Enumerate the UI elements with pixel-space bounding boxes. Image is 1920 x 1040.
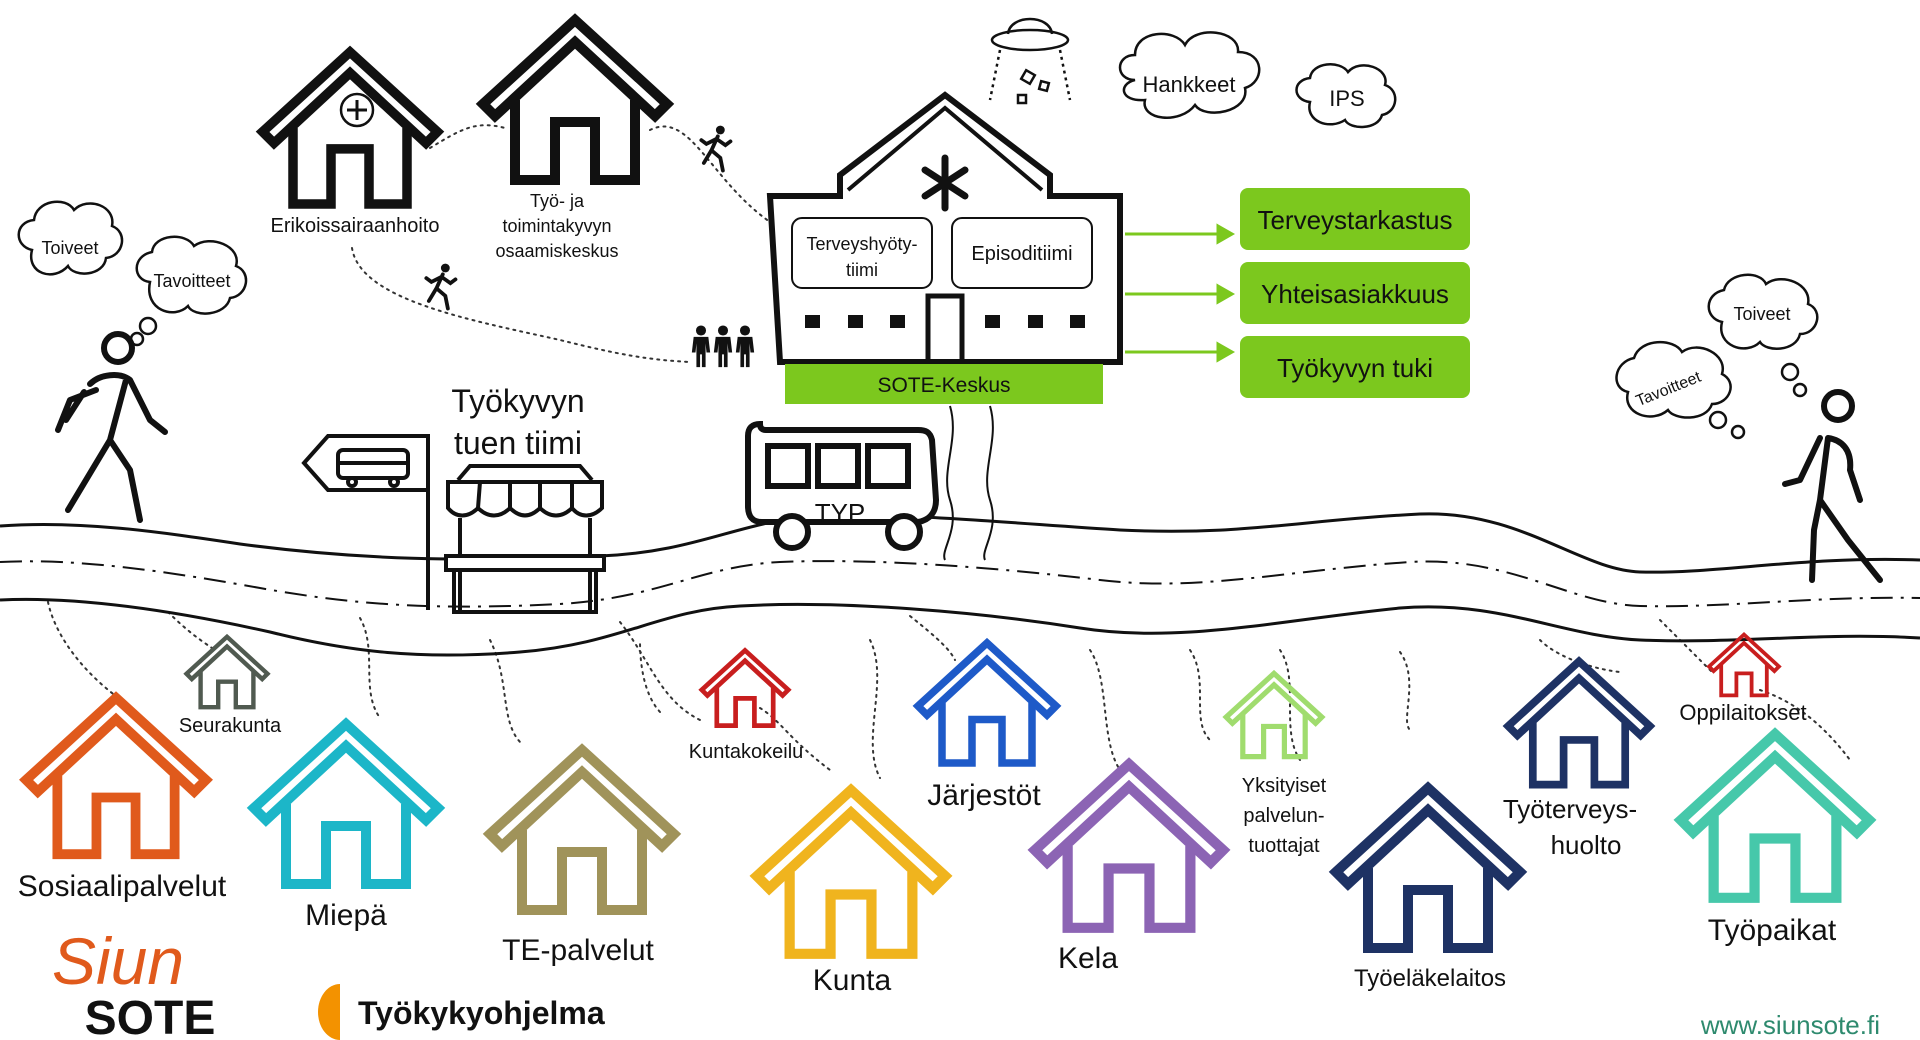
seurakunta-house bbox=[187, 637, 268, 707]
erikoissairaanhoito-label: Erikoissairaanhoito bbox=[271, 215, 440, 237]
left-walking-person-icon bbox=[55, 331, 168, 523]
sote-windows bbox=[805, 315, 1085, 328]
yksityiset-house bbox=[1226, 673, 1322, 756]
tyoterveyshuolto-label-line2: huolto bbox=[1551, 830, 1622, 860]
te-palvelut-house bbox=[490, 750, 674, 910]
kela-house bbox=[1035, 764, 1223, 928]
kuntakokeilu-label: Kuntakokeilu bbox=[689, 741, 804, 763]
tyoelakelaitos-label: Työeläkelaitos bbox=[1354, 965, 1506, 992]
terveyshyoty-line1: Terveyshyöty- bbox=[806, 234, 917, 254]
tyoterveyshuolto-label-line1: Työterveys- bbox=[1503, 794, 1637, 824]
te-palvelut-label: TE-palvelut bbox=[502, 934, 654, 967]
yhteisasiakkuus-box bbox=[1240, 262, 1470, 324]
kuntakokeilu-house bbox=[702, 650, 788, 725]
typ-label: TYP bbox=[815, 498, 866, 528]
terveystarkastus-label: Terveystarkastus bbox=[1257, 205, 1452, 235]
right-walking-person-icon bbox=[1782, 389, 1883, 583]
tyokykyohjelma-label: Työkykyohjelma bbox=[358, 995, 605, 1031]
oppilaitokset-house bbox=[1707, 632, 1781, 698]
yksityiset-label-line3: tuottajat bbox=[1248, 835, 1320, 857]
kunta-label: Kunta bbox=[813, 964, 892, 997]
seurakunta-label: Seurakunta bbox=[179, 715, 282, 737]
hankkeet-label: Hankkeet bbox=[1143, 72, 1236, 97]
asterisk-icon bbox=[921, 154, 969, 212]
side-path bbox=[943, 405, 994, 561]
sosiaalipalvelut-label: Sosiaalipalvelut bbox=[18, 870, 227, 903]
jarjestot-house bbox=[918, 643, 1056, 763]
kela-label: Kela bbox=[1058, 942, 1118, 975]
runner-icon bbox=[426, 264, 455, 309]
episoditiimi-label: Episoditiimi bbox=[971, 243, 1072, 265]
typ-bus-icon bbox=[745, 420, 940, 551]
road bbox=[0, 512, 1920, 657]
yksityiset-label-line2: palvelun- bbox=[1243, 805, 1324, 827]
yhteisasiakkuus-label: Yhteisasiakkuus bbox=[1261, 279, 1449, 309]
siun-script-logo: Siun bbox=[52, 924, 184, 998]
miepa-label: Miepä bbox=[305, 899, 387, 932]
program-logo-mark bbox=[318, 984, 340, 1040]
market-kiosk-icon bbox=[444, 464, 606, 614]
tyo-label-line2: toimintakyvyn bbox=[502, 216, 611, 236]
tyopaikat-label: Työpaikat bbox=[1708, 914, 1837, 947]
bus-stop-sign bbox=[301, 434, 430, 610]
left-tavoitteet-label: Tavoitteet bbox=[153, 271, 230, 291]
tyokyvyn-tuen-tiimi-line1: Työkyvyn bbox=[451, 383, 584, 419]
right-thought-bubbles bbox=[1615, 273, 1819, 440]
kunta-house bbox=[757, 790, 945, 954]
runner-icon bbox=[701, 126, 730, 171]
dotted-connectors bbox=[47, 124, 1851, 779]
hankkeet-cloud bbox=[1118, 31, 1261, 119]
sote-label: SOTE-Keskus bbox=[877, 374, 1010, 397]
terveyshyoty-line2: tiimi bbox=[846, 260, 878, 280]
output-arrows bbox=[1125, 223, 1236, 363]
oppilaitokset-label: Oppilaitokset bbox=[1679, 700, 1806, 725]
sote-building bbox=[766, 91, 1123, 365]
jarjestot-label: Järjestöt bbox=[927, 779, 1041, 812]
sote-label-bar bbox=[785, 364, 1103, 404]
tyo-label-line1: Työ- ja bbox=[530, 191, 585, 211]
tyopaikat-house bbox=[1681, 734, 1869, 898]
hospital-building bbox=[263, 52, 438, 204]
yksityiset-label-line1: Yksityiset bbox=[1242, 775, 1327, 797]
right-toiveet-label: Toiveet bbox=[1733, 304, 1790, 324]
tyokyvyn-tuki-box bbox=[1240, 336, 1470, 398]
terveyshyoty-team-box bbox=[791, 217, 933, 289]
sote-door bbox=[925, 293, 965, 362]
episoditiimi-box bbox=[951, 217, 1093, 289]
ufo-icon bbox=[988, 17, 1072, 105]
people-group-icon bbox=[691, 325, 755, 368]
tyo-label-line3: osaamiskeskus bbox=[495, 241, 618, 261]
workability-center-building bbox=[483, 20, 667, 180]
tyokyvyn-tuen-tiimi-line2: tuen tiimi bbox=[454, 425, 582, 461]
tyoelakelaitos-house bbox=[1336, 788, 1520, 948]
ips-cloud bbox=[1295, 63, 1397, 129]
terveystarkastus-box bbox=[1240, 188, 1470, 250]
sote-logo: SOTE bbox=[85, 992, 216, 1040]
left-toiveet-label: Toiveet bbox=[41, 238, 98, 258]
miepa-house bbox=[254, 724, 438, 884]
tyokyvyn-tuki-label: Työkyvyn tuki bbox=[1277, 353, 1433, 383]
tyoterveyshuolto-house bbox=[1508, 661, 1650, 784]
left-thought-bubbles bbox=[17, 200, 248, 347]
ips-label: IPS bbox=[1329, 86, 1364, 111]
website-url: www.siunsote.fi bbox=[1700, 1010, 1880, 1040]
